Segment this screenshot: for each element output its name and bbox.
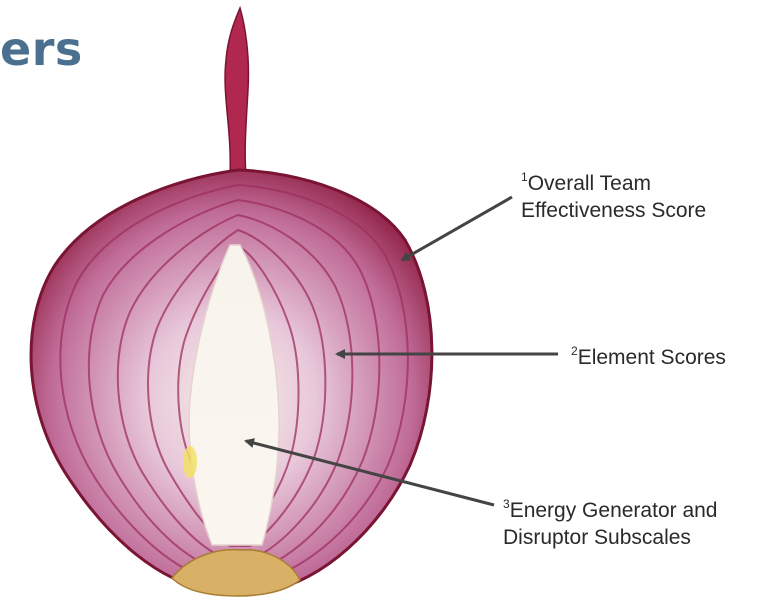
callout-line: Energy Generator and	[510, 499, 718, 522]
callout-line: Element Scores	[578, 346, 726, 369]
onion-core-highlight	[183, 446, 197, 478]
callout-number: 2	[571, 344, 578, 358]
callout-label-element-scores: 2Element Scores	[571, 344, 726, 371]
callout-label-overall-team-effectiveness: 1Overall Team Effectiveness Score	[521, 170, 706, 224]
onion-stem	[225, 8, 248, 176]
callout-line: Effectiveness Score	[521, 199, 706, 222]
callout-line: Disruptor Subscales	[503, 526, 691, 549]
callout-number: 3	[503, 497, 510, 511]
callout-arrow-1	[402, 197, 512, 260]
callout-label-energy-generator-disruptor: 3Energy Generator and Disruptor Subscale…	[503, 497, 717, 551]
callout-line: Overall Team	[528, 172, 651, 195]
callout-number: 1	[521, 170, 528, 184]
